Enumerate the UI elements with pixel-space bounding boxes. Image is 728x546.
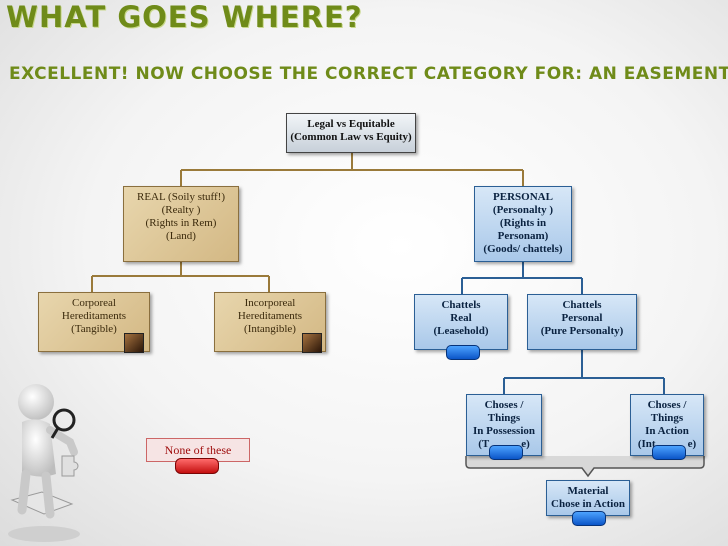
node-chattels-personal: Chattels Personal (Pure Personalty) <box>527 294 637 350</box>
node-text: (Goods/ chattels) <box>483 243 563 255</box>
select-incorporeal-button[interactable] <box>302 333 322 353</box>
node-text: Hereditaments <box>61 310 127 322</box>
node-text: (Realty ) <box>161 204 201 216</box>
node-text: Incorporeal <box>244 297 296 309</box>
node-real: REAL (Soily stuff!) (Realty ) (Rights in… <box>123 186 239 262</box>
node-choses-in-action: Choses / Things In Action (Int e) <box>630 394 704 456</box>
node-text: Real <box>450 312 472 324</box>
node-text: Things <box>487 412 521 424</box>
node-text-split: (T e) <box>467 438 541 451</box>
none-of-these-button[interactable] <box>175 458 219 474</box>
node-text: (Rights in Rem) <box>145 217 217 229</box>
node-corporeal: Corporeal Hereditaments (Tangible) <box>38 292 150 352</box>
node-text: Personal <box>561 312 603 324</box>
select-chattels-real-button[interactable] <box>446 345 480 360</box>
node-text: (Land) <box>166 230 196 242</box>
node-text: In Action <box>645 425 689 437</box>
select-choses-in-possession-button[interactable] <box>489 445 523 460</box>
node-text: Chattels <box>562 299 602 311</box>
node-text: Choses / <box>647 399 687 411</box>
node-text: Personam) <box>497 230 549 242</box>
node-text-split: (Int e) <box>631 438 703 451</box>
node-text: (Leasehold) <box>433 325 489 337</box>
node-text: Hereditaments <box>237 310 303 322</box>
node-text: Material <box>567 485 609 497</box>
node-text: (Int <box>637 438 656 450</box>
node-text: (Personalty ) <box>492 204 554 216</box>
select-corporeal-button[interactable] <box>124 333 144 353</box>
node-text: Things <box>650 412 684 424</box>
node-text: In Possession <box>472 425 536 437</box>
node-material-chose-in-action: Material Chose in Action <box>546 480 630 516</box>
question-prompt: Excellent! Now choose the correct catego… <box>9 64 728 84</box>
node-text: REAL (Soily stuff!) <box>137 191 225 203</box>
select-material-chose-button[interactable] <box>572 511 606 526</box>
node-text: Chose in Action <box>551 498 625 510</box>
page-title: What goes where? <box>6 0 363 34</box>
node-text: (Pure Personalty) <box>540 325 624 337</box>
node-text: Chattels <box>441 299 481 311</box>
node-text: (Tangible) <box>71 323 117 335</box>
node-incorporeal: Incorporeal Hereditaments (Intangible) <box>214 292 326 352</box>
node-text: e) <box>521 438 530 450</box>
node-text: Choses / <box>484 399 524 411</box>
node-text: e) <box>687 438 697 450</box>
node-text: (Common Law vs Equity) <box>290 131 412 143</box>
node-legal-vs-equitable: Legal vs Equitable (Common Law vs Equity… <box>286 113 416 153</box>
node-text: (Intangible) <box>244 323 296 335</box>
node-personal: PERSONAL (Personalty ) (Rights in Person… <box>474 186 572 262</box>
node-chattels-real: Chattels Real (Leasehold) <box>414 294 508 350</box>
thinking-figure-illustration <box>8 384 80 542</box>
node-text: (Rights in <box>499 217 547 229</box>
node-text: (T <box>478 438 490 450</box>
select-choses-in-action-button[interactable] <box>652 445 686 460</box>
node-text: Legal vs Equitable <box>307 118 395 130</box>
node-text: PERSONAL <box>493 191 553 203</box>
node-text: Corporeal <box>72 297 116 309</box>
